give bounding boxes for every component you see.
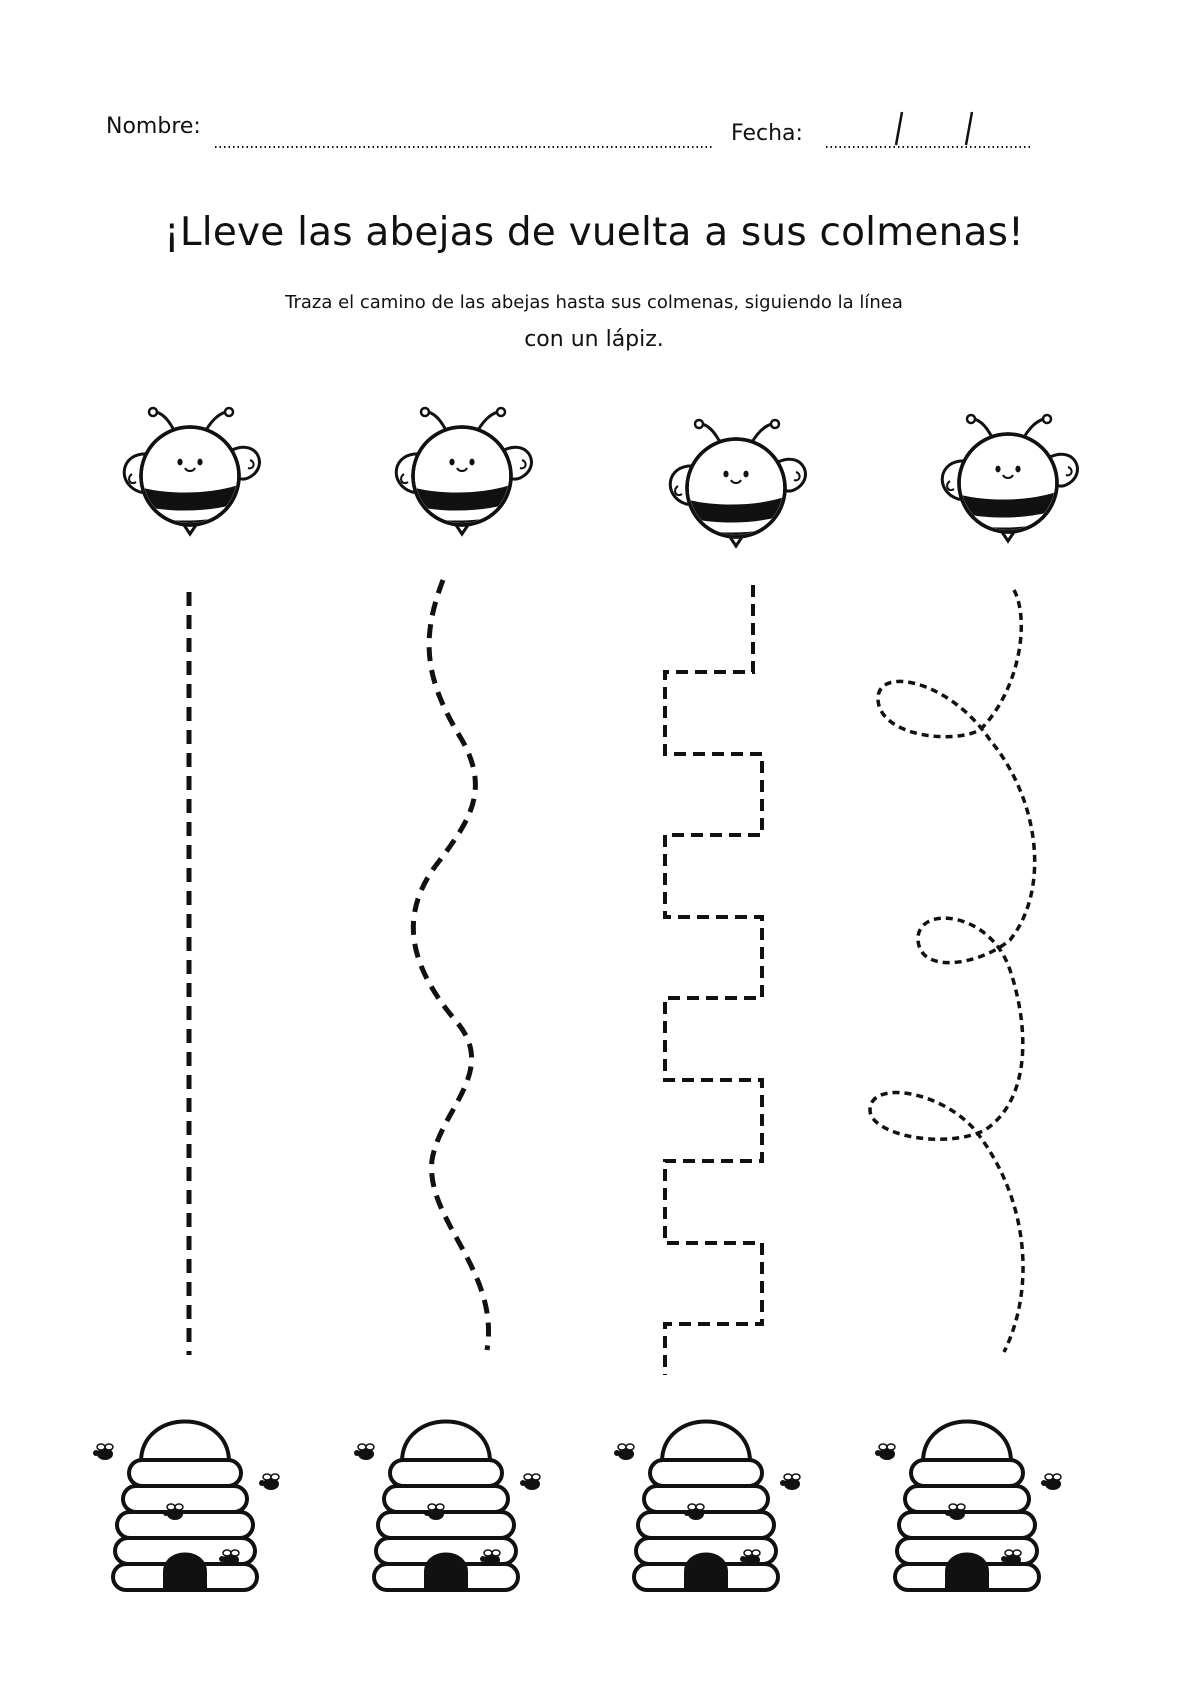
trace-path-square	[663, 585, 764, 1375]
trace-path-wave	[410, 579, 491, 1351]
bee-icon-2	[396, 408, 531, 542]
trace-path-loops	[868, 589, 1037, 1353]
date-slash-1	[894, 111, 904, 146]
bee-icon-1	[124, 408, 259, 542]
bee-icon-4	[942, 415, 1077, 549]
page-title: ¡Lleve las abejas de vuelta a sus colmen…	[164, 210, 1024, 255]
date-label: Fecha:	[731, 121, 803, 146]
date-slash-2	[964, 111, 974, 146]
name-label: Nombre:	[106, 114, 201, 139]
beehive-icon-2	[354, 1422, 540, 1591]
instruction-line-1: Traza el camino de las abejas hasta sus …	[285, 292, 903, 313]
beehive-icon-4	[875, 1422, 1061, 1591]
beehive-icon-3	[614, 1422, 800, 1591]
bee-icon-3	[670, 420, 805, 554]
instruction-line-2: con un lápiz.	[524, 327, 664, 352]
beehive-icon-1	[93, 1422, 279, 1591]
